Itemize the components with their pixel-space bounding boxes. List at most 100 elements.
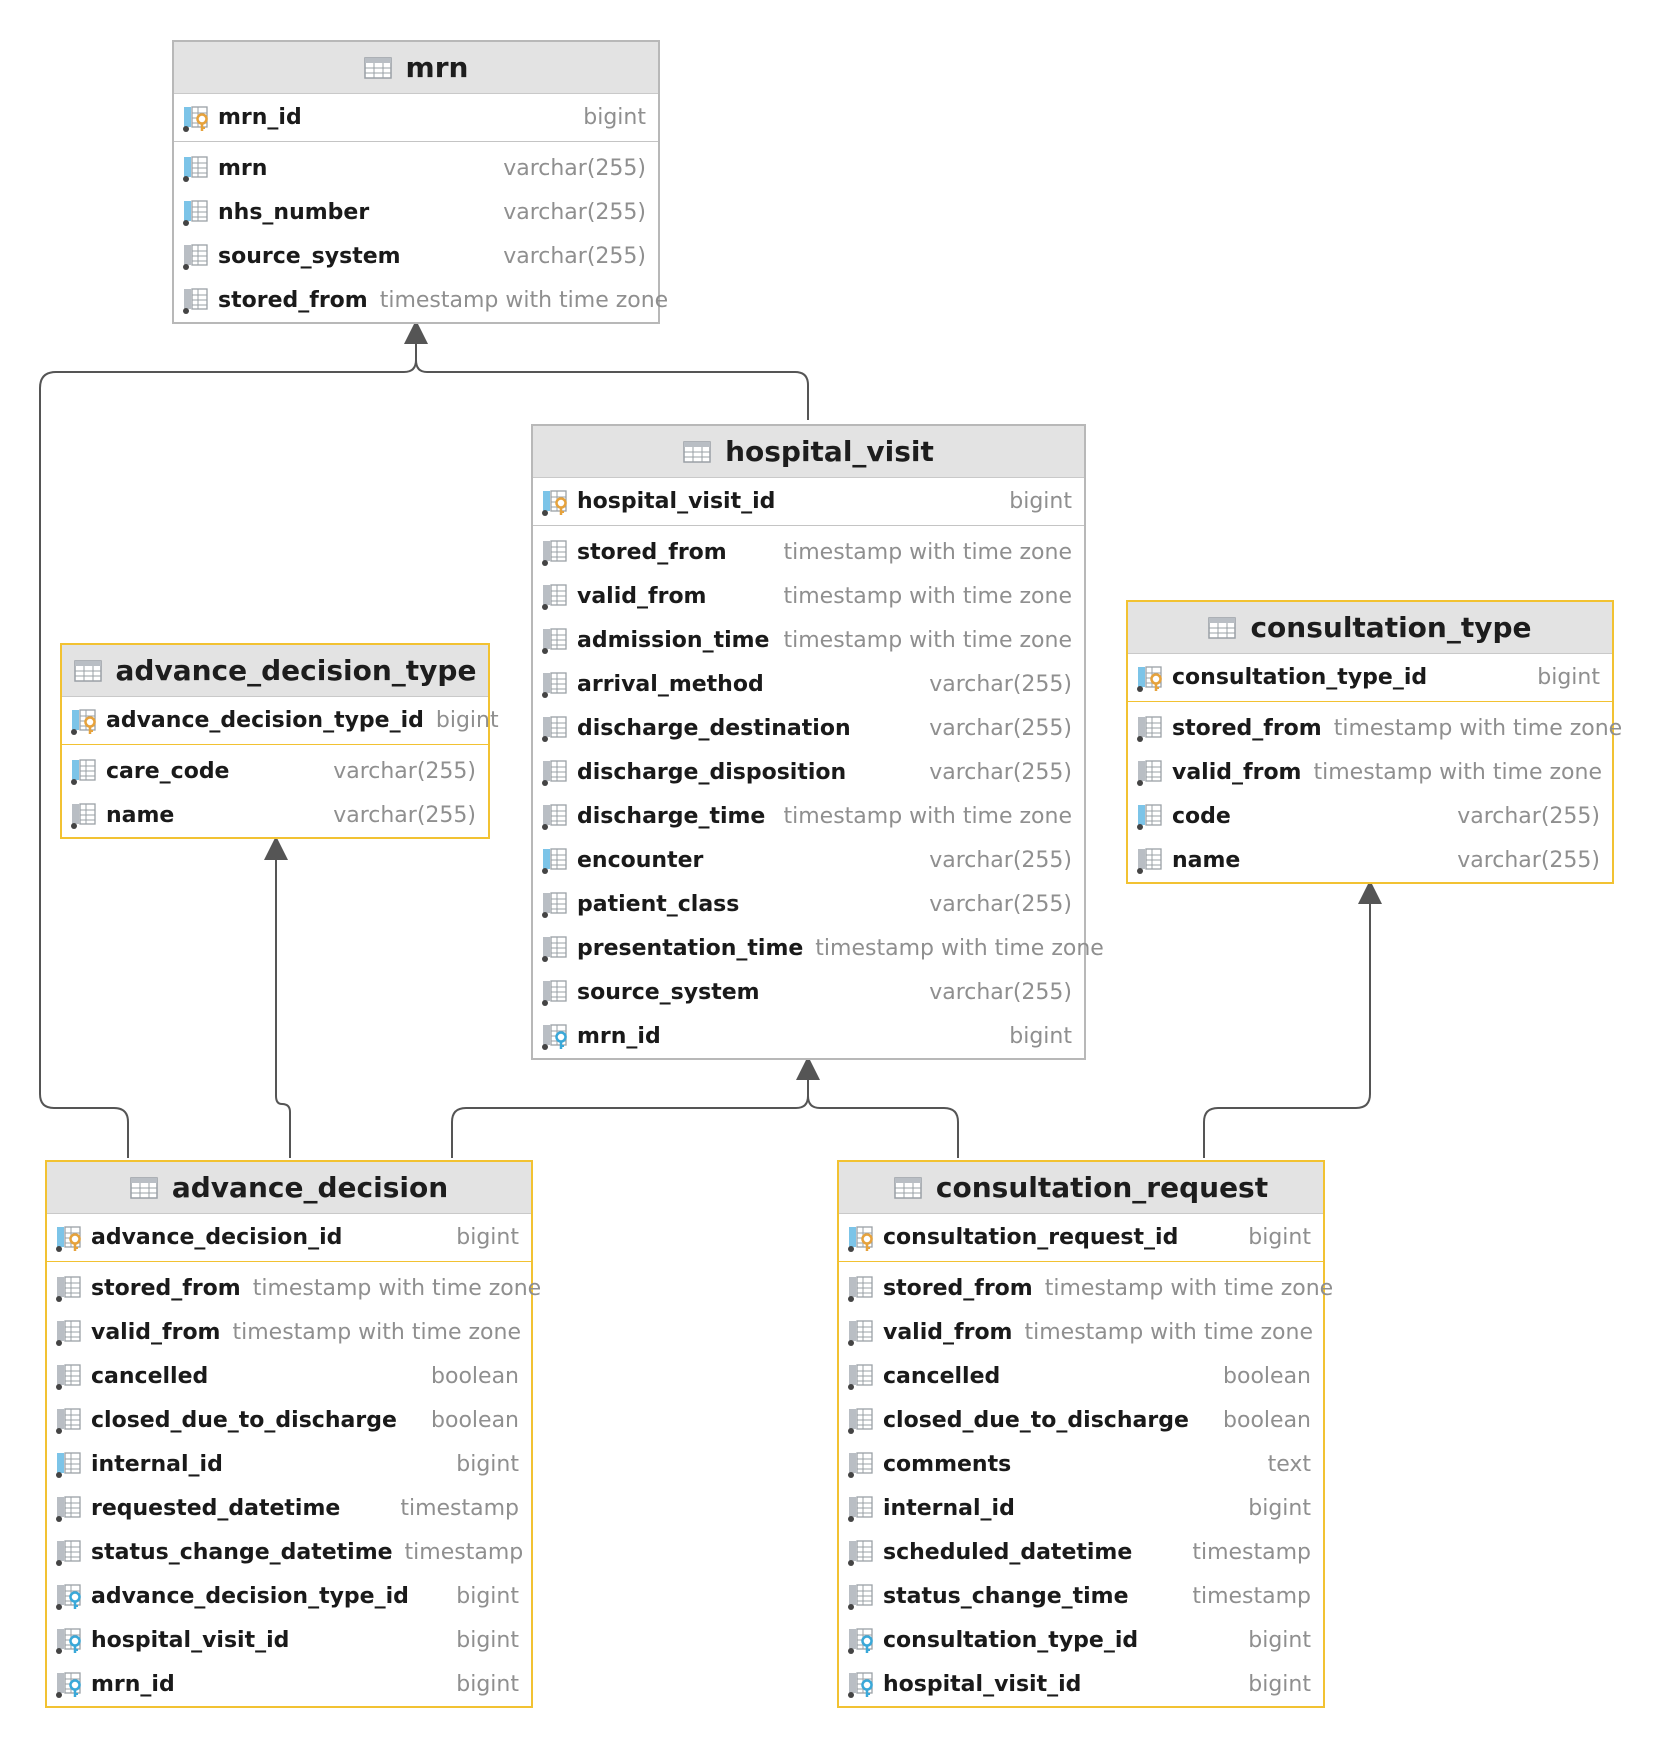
column-type: varchar(255): [333, 802, 476, 828]
column-name: care_code: [106, 758, 230, 784]
foreign-key-column-icon: [847, 1626, 877, 1654]
column-icon: [541, 934, 571, 962]
edge-advance-decision-to-mrn: [39, 359, 417, 1158]
column-icon: [847, 1274, 877, 1302]
column-type: bigint: [1248, 1225, 1311, 1250]
column-row[interactable]: name varchar(255): [1128, 838, 1612, 882]
column-name: advance_decision_type_id: [106, 708, 424, 733]
arrow-mrn: [404, 320, 428, 344]
table-header[interactable]: consultation_request: [839, 1162, 1323, 1214]
column-type: varchar(255): [929, 715, 1072, 741]
column-icon: [55, 1362, 85, 1390]
column-name: mrn_id: [577, 1023, 661, 1049]
column-icon: [847, 1538, 877, 1566]
primary-key-column-icon: [182, 104, 212, 132]
column-icon: [55, 1274, 85, 1302]
column-type: varchar(255): [1457, 847, 1600, 873]
table-header[interactable]: advance_decision_type: [62, 645, 488, 697]
column-type: boolean: [1223, 1407, 1311, 1433]
column-type: timestamp: [1192, 1583, 1311, 1609]
table-header[interactable]: mrn: [174, 42, 658, 94]
table-header[interactable]: hospital_visit: [533, 426, 1084, 478]
column-name: valid_from: [1172, 759, 1302, 785]
column-row[interactable]: closed_due_to_discharge boolean: [839, 1398, 1323, 1442]
column-type: text: [1267, 1451, 1311, 1477]
column-name: name: [1172, 847, 1241, 873]
column-type: varchar(255): [929, 671, 1072, 697]
column-icon: [1136, 758, 1166, 786]
column-name: encounter: [577, 847, 704, 873]
indexed-column-icon: [182, 154, 212, 182]
column-type: bigint: [583, 105, 646, 130]
column-type: bigint: [456, 1225, 519, 1250]
column-type: bigint: [1248, 1495, 1311, 1521]
column-type: varchar(255): [503, 155, 646, 181]
column-icon: [541, 582, 571, 610]
table-header[interactable]: advance_decision: [47, 1162, 531, 1214]
edge-advance-decision-to-visit: [451, 1075, 809, 1158]
table-icon: [130, 1176, 158, 1199]
column-type: bigint: [456, 1583, 519, 1609]
column-name: closed_due_to_discharge: [883, 1407, 1189, 1433]
table-title: advance_decision: [171, 1171, 449, 1204]
table-header[interactable]: consultation_type: [1128, 602, 1612, 654]
edge-consultation-request-to-visit: [807, 1095, 959, 1158]
column-icon: [1136, 846, 1166, 874]
indexed-column-icon: [182, 198, 212, 226]
table-advance-decision-type[interactable]: advance_decision_type advance_decision_ty…: [60, 643, 499, 839]
table-title: advance_decision_type: [115, 654, 477, 687]
